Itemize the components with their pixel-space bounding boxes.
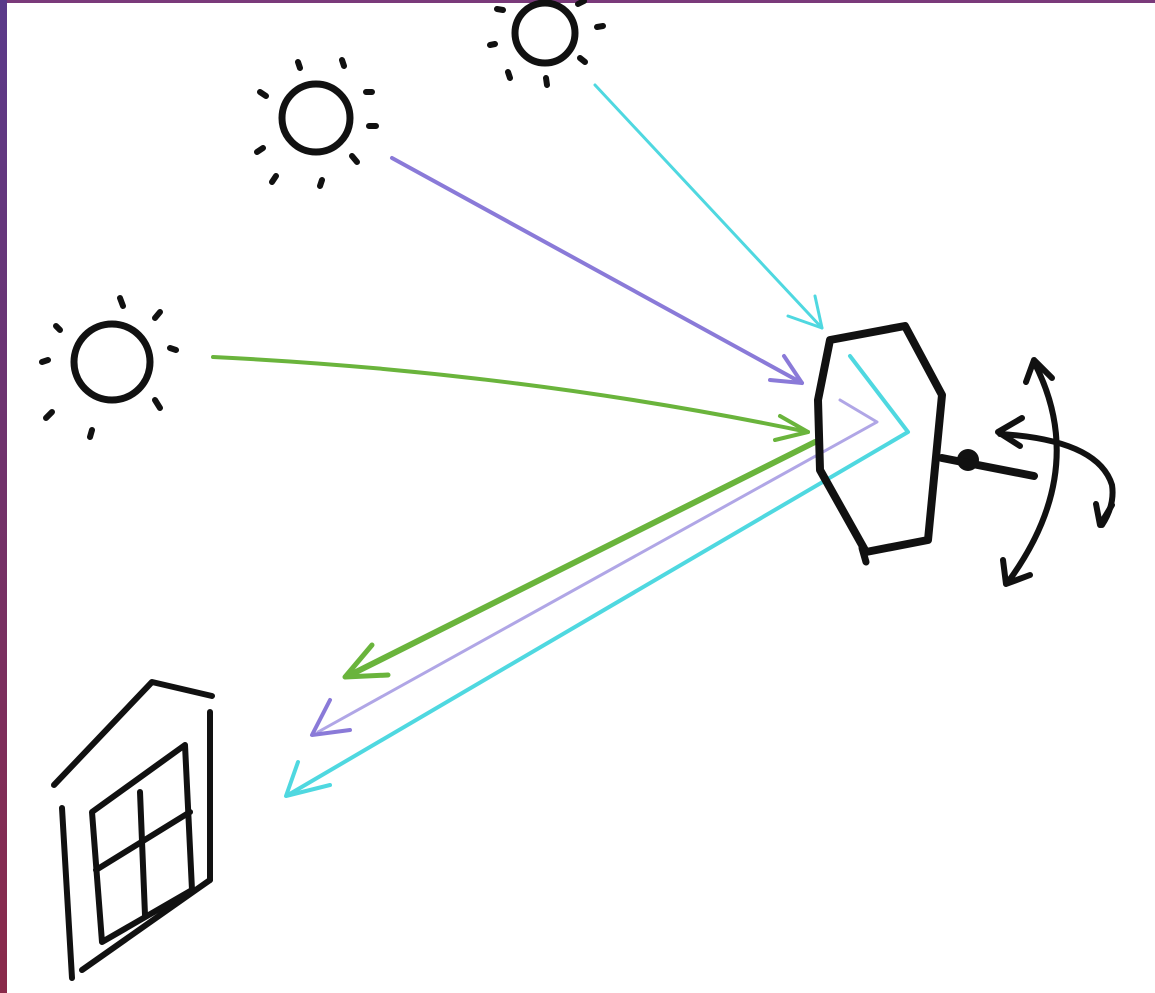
incoming-rays — [213, 85, 822, 440]
house-window — [92, 745, 192, 942]
sun-icon — [490, 1, 603, 85]
incoming-ray-cyan — [595, 85, 822, 328]
reflected-ray-green — [345, 442, 815, 677]
heliostat-mirror — [818, 326, 1034, 562]
sun-top — [490, 1, 603, 85]
house — [54, 682, 212, 978]
sun-middle — [257, 60, 376, 186]
incoming-ray-violet — [392, 158, 802, 383]
house-icon — [54, 682, 212, 978]
sun-icon — [257, 60, 376, 186]
incoming-ray-green — [213, 357, 808, 440]
sun-left — [42, 298, 176, 437]
mirror-pivot — [942, 449, 1034, 476]
sun-icon — [42, 298, 176, 437]
